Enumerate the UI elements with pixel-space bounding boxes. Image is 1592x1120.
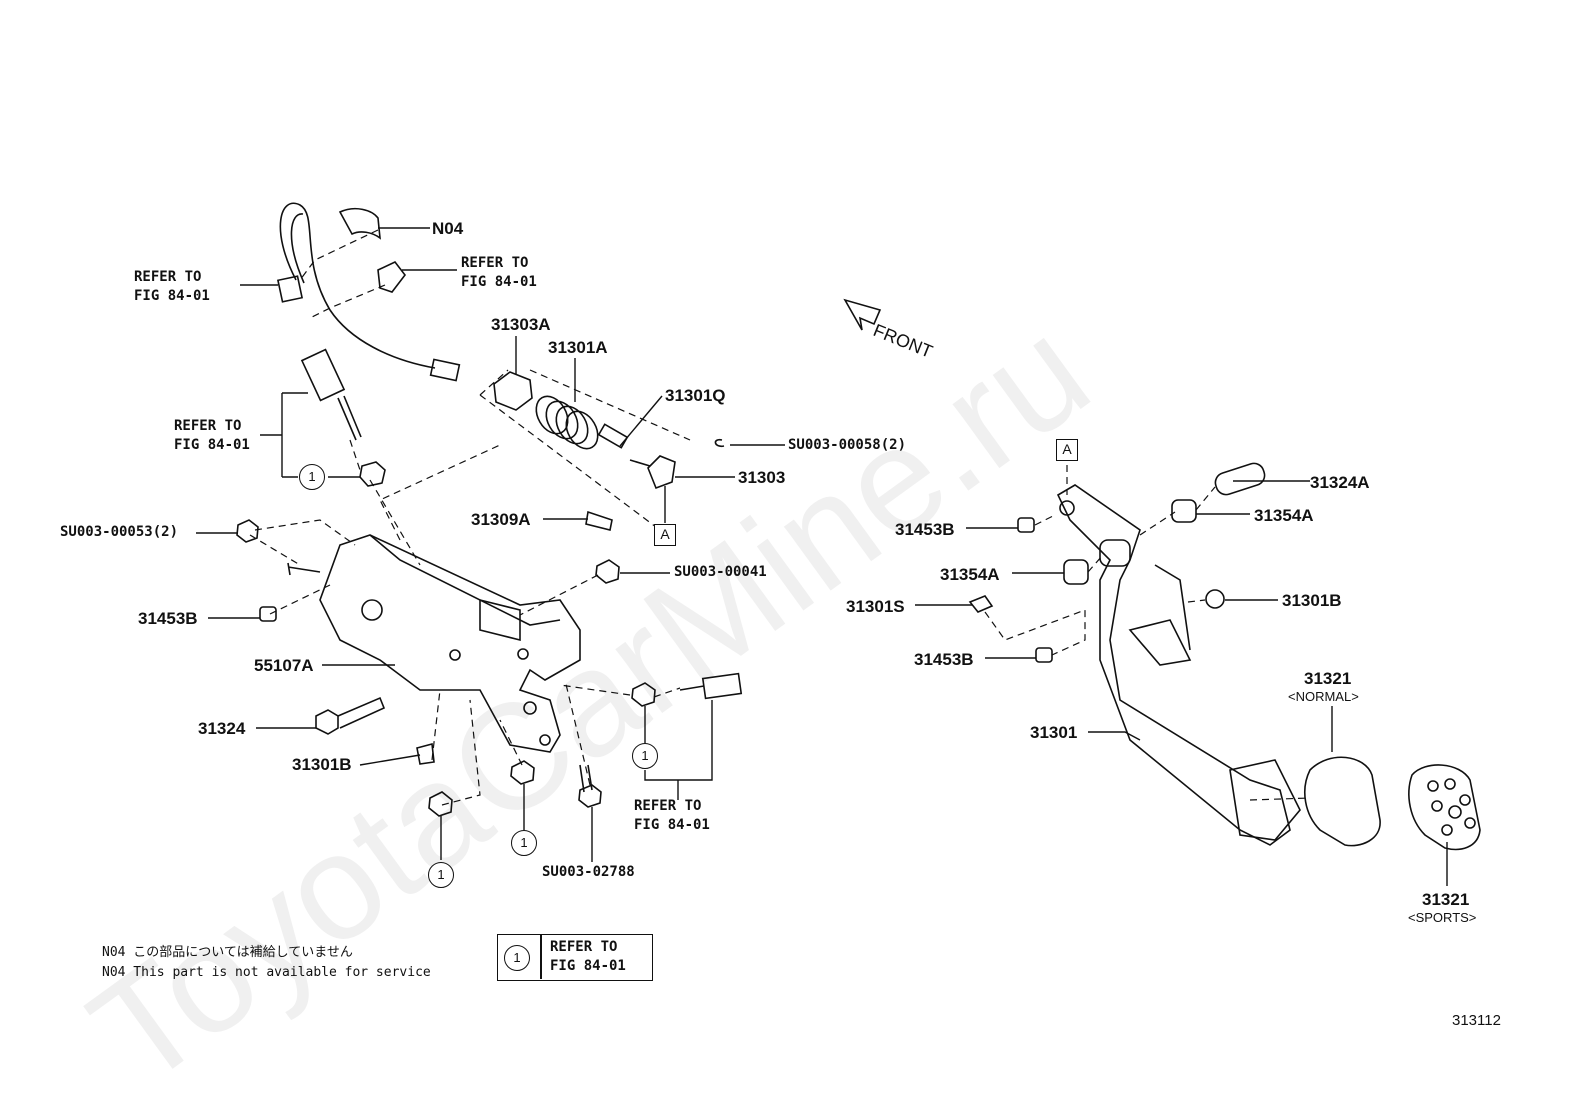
label-55107a: 55107A <box>254 656 314 675</box>
label-31453b-r1: 31453B <box>895 520 955 539</box>
label-31453b-left: 31453B <box>138 609 198 628</box>
label-31354a-r2: 31354A <box>940 565 1000 584</box>
bolt-stud <box>287 562 321 576</box>
label-31321-normal: 31321 <box>1304 669 1352 688</box>
bolt-31324 <box>315 696 386 735</box>
legend-box: 1 REFER TO FIG 84-01 <box>497 934 653 981</box>
illustration-number: 313112 <box>1452 1012 1501 1029</box>
label-su003-00053: SU003-00053(2) <box>60 524 179 540</box>
callout-1: 1 <box>299 464 325 490</box>
refer-to-line2: FIG 84-01 <box>174 437 250 453</box>
legend-divider <box>540 935 542 979</box>
box-a-marker: A <box>654 524 676 546</box>
bushing-31354a-r2 <box>1063 559 1089 585</box>
refer-to-line2: FIG 84-01 <box>634 817 710 833</box>
note-english: N04 This part is not available for servi… <box>102 965 431 980</box>
bushing-center <box>1099 539 1131 567</box>
nut-switch-right <box>631 682 656 707</box>
label-31301b-right: 31301B <box>1282 591 1342 610</box>
label-su003-00041: SU003-00041 <box>674 564 767 580</box>
label-n04: N04 <box>432 219 464 238</box>
clip-31301b-left <box>416 742 435 765</box>
note-block: N04 この部品については補給していません N04 This part is n… <box>102 943 431 983</box>
refer-to-left-top: REFER TO FIG 84-01 <box>134 268 210 306</box>
brake-pedal <box>1056 484 1301 846</box>
bushing-31453b-left <box>259 606 277 622</box>
nut-su41 <box>595 559 620 584</box>
refer-to-line1: REFER TO <box>634 798 702 814</box>
label-31321-sports: 31321 <box>1422 890 1470 909</box>
pedal-bracket <box>319 534 581 753</box>
legend-text: REFER TO FIG 84-01 <box>550 938 626 976</box>
leader-lines <box>196 227 1448 886</box>
pedal-pad-normal <box>1304 756 1381 847</box>
callout-1: 1 <box>428 862 454 888</box>
callout-1: 1 <box>632 743 658 769</box>
label-su003-02788: SU003-02788 <box>542 864 635 880</box>
refer-to-bottom: REFER TO FIG 84-01 <box>634 797 710 835</box>
pedal-pad-sports <box>1408 764 1481 851</box>
label-31301: 31301 <box>1030 723 1078 742</box>
refer-to-line2: FIG 84-01 <box>134 288 210 304</box>
nut-left-bottom <box>428 791 453 817</box>
label-31303a: 31303A <box>491 315 551 334</box>
spring-assembly <box>493 371 725 531</box>
label-31309a: 31309A <box>471 510 531 529</box>
label-31354a-r1: 31354A <box>1254 506 1314 525</box>
bushing-31453b-r1 <box>1017 517 1035 533</box>
refer-to-line1: REFER TO <box>461 255 529 271</box>
refer-to-line2: FIG 84-01 <box>461 274 537 290</box>
assembly-lines <box>249 229 1311 806</box>
callout-1: 1 <box>511 830 537 856</box>
n04-clip <box>338 207 381 240</box>
legend-line2: FIG 84-01 <box>550 958 626 974</box>
label-su003-00058: SU003-00058(2) <box>788 437 907 453</box>
clip-31301s <box>968 595 994 613</box>
nut-center-bottom <box>510 760 535 785</box>
legend-symbol: 1 <box>504 945 530 971</box>
tag-sports: <SPORTS> <box>1408 910 1477 925</box>
tag-normal: <NORMAL> <box>1288 689 1359 704</box>
nut-su53 <box>236 519 259 543</box>
label-31303: 31303 <box>738 468 786 487</box>
label-31301b-left: 31301B <box>292 755 352 774</box>
refer-to-switch: REFER TO FIG 84-01 <box>174 417 250 455</box>
label-31301a: 31301A <box>548 338 608 357</box>
legend-line1: REFER TO <box>550 939 618 955</box>
bushing-31453b-r2 <box>1035 647 1053 663</box>
stop-switch <box>300 348 362 441</box>
label-31324a: 31324A <box>1310 473 1370 492</box>
front-arrow <box>843 298 882 331</box>
clip-connector <box>377 261 407 293</box>
refer-to-line1: REFER TO <box>134 269 202 285</box>
label-31324: 31324 <box>198 719 246 738</box>
refer-to-line1: REFER TO <box>174 418 242 434</box>
label-31453b-r2: 31453B <box>914 650 974 669</box>
note-japanese: N04 この部品については補給していません <box>102 945 353 960</box>
label-31301s: 31301S <box>846 597 905 616</box>
pedal-switch-right <box>679 672 743 700</box>
refer-to-clip: REFER TO FIG 84-01 <box>461 254 537 292</box>
bushing-31354a-r1 <box>1171 499 1197 523</box>
label-31301q: 31301Q <box>665 386 726 405</box>
wire-harness <box>276 202 461 382</box>
switch-nut <box>359 461 386 487</box>
bolt-su2788 <box>578 764 602 808</box>
stopper-31301b-right <box>1205 589 1225 609</box>
box-a-marker: A <box>1056 439 1078 461</box>
collar-31324a <box>1214 462 1266 496</box>
